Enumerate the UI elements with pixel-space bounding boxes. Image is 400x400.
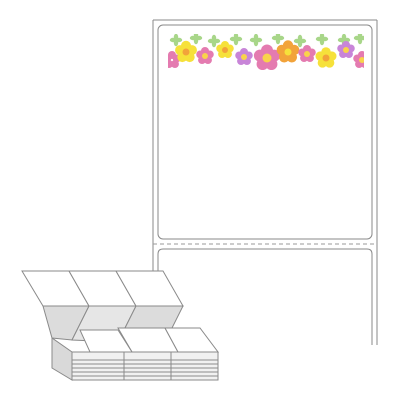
label-bottom	[157, 248, 373, 345]
flower-icon	[168, 40, 364, 70]
label-top	[157, 24, 373, 240]
fanfold-stack-icon	[21, 270, 219, 381]
flower-border	[168, 34, 364, 70]
